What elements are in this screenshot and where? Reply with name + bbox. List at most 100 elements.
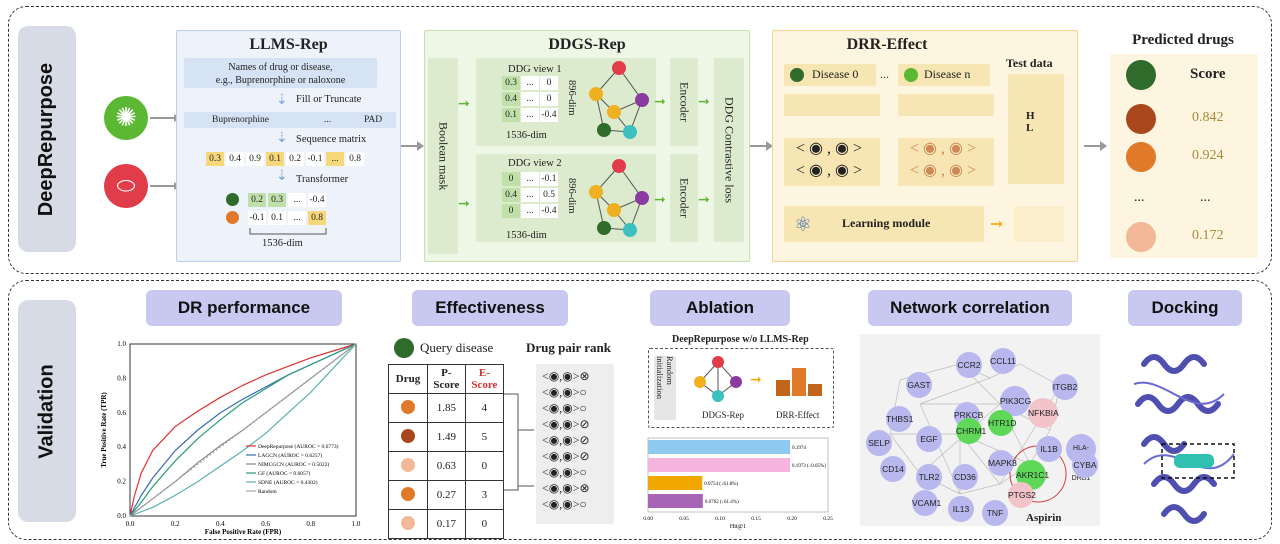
llms-input-line2: e.g., Buprenorphine or naloxone — [215, 75, 346, 86]
ddgs-arrow-b: ➞ — [458, 197, 470, 212]
network-node: NFKBIA — [1028, 398, 1059, 428]
llms-row2-cell: 0.8 — [308, 211, 326, 225]
abl-xtick: 0.25 — [823, 516, 833, 522]
llms-seq-pad: PAD — [364, 115, 383, 125]
roc-ytick: 0.4 — [117, 443, 126, 451]
ddgs-arrow-a: ➞ — [458, 97, 470, 112]
llms-seq-dots: ... — [324, 115, 332, 125]
eff-e-5: 0 — [464, 509, 505, 539]
abl-bar — [648, 494, 703, 508]
disease-dots: ... — [880, 67, 889, 81]
predicted-score-2: 0.924 — [1192, 148, 1224, 163]
disease0-label: Disease 0 — [812, 67, 859, 81]
ddgs-arrow-d: ➞ — [654, 193, 666, 208]
boolean-mask-box — [428, 58, 458, 254]
ddg-view1-matrix-cell: ... — [521, 92, 539, 106]
predicted-score-3: 0.172 — [1192, 228, 1224, 243]
roc-ytick: 0.6 — [117, 409, 126, 417]
encoder-2-box: Encoder — [670, 154, 698, 242]
ddg-view2-matrix-cell: ... — [521, 172, 539, 186]
llms-dim-brace — [249, 228, 327, 235]
ablation-title: Ablation — [650, 290, 790, 326]
eff-p-5: 0.17 — [427, 509, 466, 539]
llms-rep-title: LLMS-Rep — [249, 36, 328, 53]
roc-legend-entry: DeepRepurpose (AUROC = 0.6773) — [258, 443, 339, 450]
ddg-view1-matrix-cell: ... — [521, 76, 539, 90]
network-node: THBS1 — [886, 406, 913, 432]
network-node: PTGS2 — [1008, 482, 1036, 508]
learning-arrow: ➞ — [990, 216, 1004, 233]
network-node: CD36 — [952, 464, 978, 490]
llms-seq-values-cell: 0.3 — [206, 152, 224, 166]
arrow-llms-to-ddgs — [401, 141, 424, 151]
roc-xtick: 0.6 — [261, 520, 270, 528]
llms-row1-cell: -0.4 — [308, 193, 326, 207]
network-node: CHRM1 — [956, 418, 986, 444]
roc-series-line — [129, 343, 357, 517]
encoder-1-label: Encoder — [677, 82, 692, 122]
test-data-box — [1008, 74, 1064, 184]
query-disease-label: Query disease — [420, 340, 494, 355]
ddg-view1-matrix-cell: 0 — [540, 76, 558, 90]
abl-bar-label: 0.0762 (↓61.4%) — [705, 500, 739, 505]
llms-arrow-3: ⇣ — [276, 169, 288, 184]
diseasen-icon — [904, 68, 918, 82]
predicted-header-icon — [1126, 60, 1156, 90]
ddgs-arrow-c: ➞ — [654, 95, 666, 110]
contrastive-loss-box: DDG Contrastive loss — [714, 58, 744, 242]
ddg-view1-matrix-cell: 0.3 — [502, 76, 520, 90]
llms-row1-cell: 0.2 — [248, 193, 266, 207]
eff-e-3: 0 — [464, 451, 505, 481]
roc-legend-entry: GF (AUROC = 0.6057) — [258, 470, 310, 477]
diseasen-box — [898, 64, 990, 86]
roc-xtick: 1.0 — [352, 520, 361, 528]
roc-xtick: 0.8 — [306, 520, 315, 528]
abl-xlabel: Hit@1 — [730, 524, 746, 530]
test-output-box — [1014, 206, 1064, 242]
abl-xtick: 0.00 — [643, 516, 653, 522]
ablation-arrow: ➞ — [750, 373, 762, 388]
predicted-drugs-title: Predicted drugs — [1132, 32, 1234, 48]
eff-header-p: P-Score — [427, 364, 466, 394]
llms-seq-row: Buprenorphine ... PAD — [184, 112, 396, 128]
ddg-view2-matrix-cell: ... — [521, 204, 539, 218]
learning-module-label: Learning module — [842, 216, 931, 230]
abl-xtick: 0.10 — [715, 516, 725, 522]
ablation-diagram-box — [648, 348, 834, 428]
abl-bar-label: 0.1973 (↓0.05%) — [792, 464, 826, 469]
llms-seq-matrix-label: Sequence matrix — [296, 134, 367, 145]
predicted-score-header: Score — [1190, 66, 1226, 82]
abl-bar-label: 0.0754 (↓61.8%) — [704, 482, 738, 487]
ddg-view2-matrix-cell: 0 — [502, 204, 520, 218]
network-node: ITGB2 — [1052, 374, 1078, 400]
validation-panel — [8, 280, 1272, 540]
roc-series-line — [129, 343, 357, 517]
llms-disease-mini-icon — [226, 193, 239, 206]
llms-row2-cell: -0.1 — [248, 211, 266, 225]
ddg-view1-matrix-cell: 0.4 — [502, 92, 520, 106]
roc-legend-entry: NIMCGCN (AUROC = 0.5022) — [258, 461, 329, 468]
eff-header-e: E-Score — [464, 364, 505, 394]
network-node: TLR2 — [916, 464, 942, 490]
llms-dim-label: 1536-dim — [262, 238, 303, 249]
diseasen-label: Disease n — [924, 67, 971, 81]
llms-seq-values-cell: -0.1 — [306, 152, 324, 166]
abl-bar — [648, 440, 791, 454]
llms-seq-values-cell: 0.1 — [266, 152, 284, 166]
network-node: GAST — [906, 372, 932, 398]
ddg-view1-matrix-cell: 0 — [540, 92, 558, 106]
roc-legend-entry: SDNE (AUROC = 0.4302) — [258, 479, 318, 486]
effectiveness-title: Effectiveness — [412, 290, 568, 326]
roc-ylabel: True Positive Rate (TPR) — [100, 392, 108, 468]
network-node: CYBA — [1072, 452, 1098, 478]
pair-rank-box: <◉,◉>⊗<◉,◉>○<◉,◉>○<◉,◉>⊘<◉,◉>⊘<◉,◉>⊘<◉,◉… — [536, 364, 614, 524]
network-node: MAPK8 — [988, 450, 1017, 476]
abl-bar-label: 0.1974 — [792, 446, 806, 451]
ddg-view1-matrix-cell: 0.1 — [502, 108, 520, 122]
predicted-drug-icon-2 — [1126, 142, 1156, 172]
docking-protein-image — [1133, 354, 1235, 524]
